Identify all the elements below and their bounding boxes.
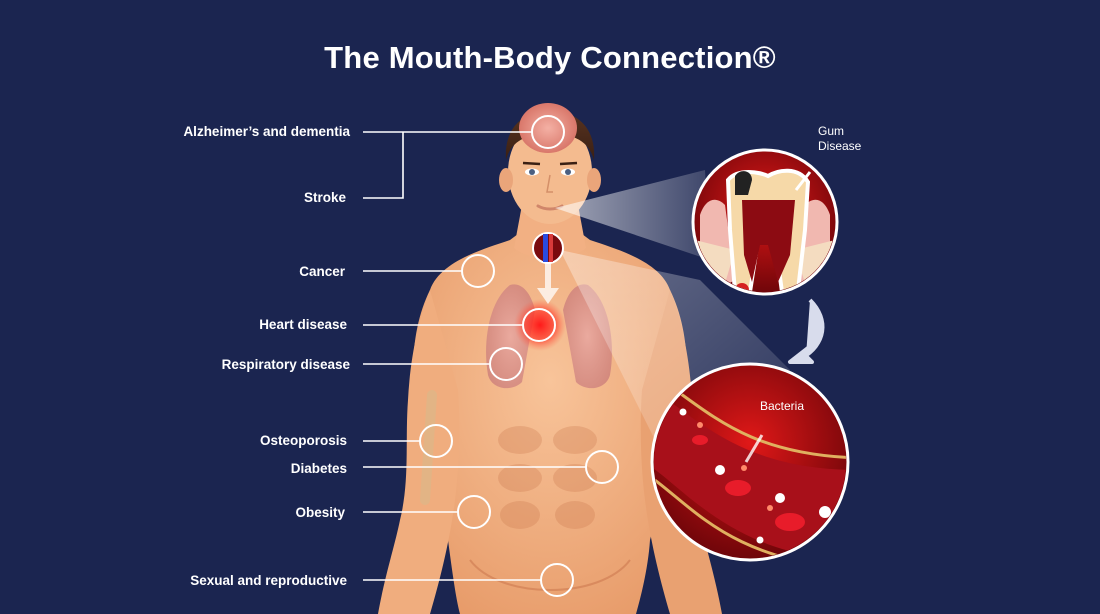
gum-disease-line1: Gum (818, 124, 845, 138)
label-heart-disease: Heart disease (259, 317, 347, 332)
label-osteoporosis: Osteoporosis (259, 433, 347, 448)
label-diabetes: Diabetes (290, 461, 347, 476)
bacteria-label: Bacteria (760, 399, 805, 413)
heart (514, 299, 566, 351)
label-alzheimers: Alzheimer’s and dementia (183, 124, 350, 139)
label-stroke: Stroke (303, 190, 346, 205)
gum-disease-line2: Disease (818, 139, 862, 153)
target-lungs (489, 347, 523, 381)
target-brain (531, 115, 565, 149)
curved-arrow-icon (788, 298, 825, 364)
brain (519, 103, 577, 153)
tooth-callout (691, 148, 839, 296)
target-waist (457, 495, 491, 529)
target-shoulder (461, 254, 495, 288)
target-abdomen (585, 450, 619, 484)
target-pelvis (540, 563, 574, 597)
label-sexual-reproductive: Sexual and reproductive (190, 573, 347, 588)
connector-lines (363, 131, 586, 581)
mouth-to-tooth-beam (555, 170, 710, 260)
page-title: The Mouth-Body Connection® (324, 40, 776, 75)
blood-vessel-callout (650, 362, 850, 562)
gum-disease-label: Gum Disease (818, 124, 861, 154)
label-obesity: Obesity (295, 505, 345, 520)
artery-callout-circle (532, 232, 564, 264)
target-heart (522, 308, 556, 342)
target-circles (419, 115, 619, 597)
label-cancer: Cancer (299, 264, 345, 279)
label-respiratory-disease: Respiratory disease (221, 357, 350, 372)
target-elbow (419, 424, 453, 458)
